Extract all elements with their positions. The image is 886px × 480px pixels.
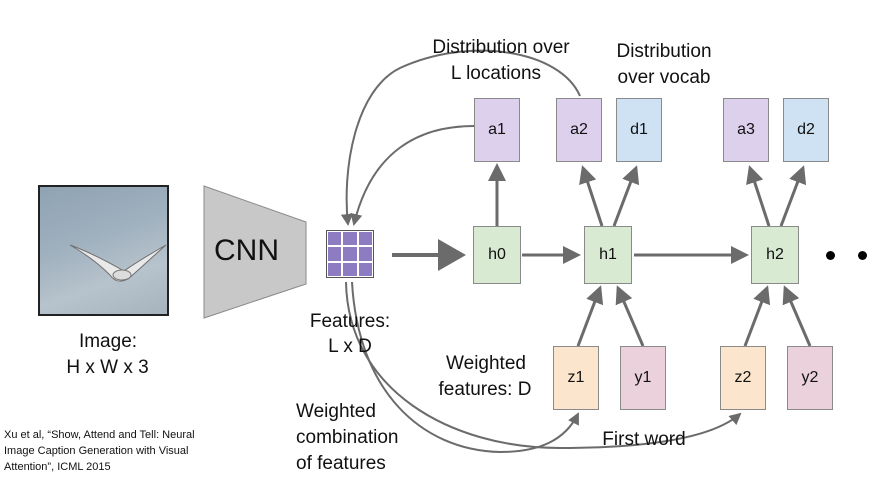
citation-line3: Attention”, ICML 2015 — [4, 461, 111, 473]
curve-a2-features — [340, 49, 581, 226]
node-a2: a2 — [556, 98, 602, 162]
bird-icon — [69, 244, 167, 282]
node-h0: h0 — [473, 226, 521, 284]
node-y1: y1 — [620, 346, 666, 410]
node-d1: d1 — [616, 98, 662, 162]
features-label-line1: Features: — [309, 311, 391, 332]
cnn-trapezoid — [203, 185, 307, 319]
curve-features-z2 — [345, 281, 742, 450]
input-image — [38, 185, 169, 316]
node-a1: a1 — [474, 98, 520, 162]
citation-line1: Xu et al, “Show, Attend and Tell: Neural — [4, 429, 195, 441]
arrow-h1-a2 — [579, 165, 604, 227]
cnn-label: CNN — [214, 234, 279, 267]
ellipsis-dot-2 — [858, 251, 867, 260]
weighted-features-line1: Weighted — [446, 353, 526, 374]
arrow-z1-h1 — [576, 285, 604, 347]
arrow-y2-h2 — [782, 285, 812, 347]
node-d2: d2 — [783, 98, 829, 162]
curve-features-z1 — [351, 281, 579, 454]
features-label-line2: L x D — [328, 336, 372, 357]
node-a3: a3 — [723, 98, 769, 162]
image-caption-line1: Image: — [78, 331, 138, 352]
weighted-features-line2: features: D — [438, 379, 532, 400]
ellipsis-dot-1 — [826, 251, 835, 260]
weighted-combo-line2: combination — [296, 427, 399, 448]
arrow-y1-h1 — [615, 285, 645, 347]
arrow-h2-a3 — [746, 165, 771, 227]
dist-vocab-line2: over vocab — [617, 67, 711, 88]
features-grid — [326, 230, 374, 278]
citation-line2: Image Caption Generation with Visual — [4, 445, 189, 457]
weighted-combo-line1: Weighted — [296, 401, 376, 422]
node-h1: h1 — [584, 226, 632, 284]
node-y2: y2 — [787, 346, 833, 410]
arrow-h1-d1 — [612, 165, 640, 227]
first-word-label: First word — [602, 429, 686, 450]
node-z1: z1 — [553, 346, 599, 410]
curve-a1-features — [350, 125, 475, 226]
arrow-h2-d2 — [779, 165, 807, 227]
node-z2: z2 — [720, 346, 766, 410]
dist-vocab-line1: Distribution — [616, 41, 712, 62]
arrow-z2-h2 — [743, 285, 771, 347]
dist-locations-line2: L locations — [450, 63, 542, 84]
node-h2: h2 — [751, 226, 799, 284]
weighted-combo-line3: of features — [296, 453, 386, 474]
image-caption-line2: H x W x 3 — [66, 357, 149, 378]
dist-locations-line1: Distribution over — [432, 37, 570, 58]
